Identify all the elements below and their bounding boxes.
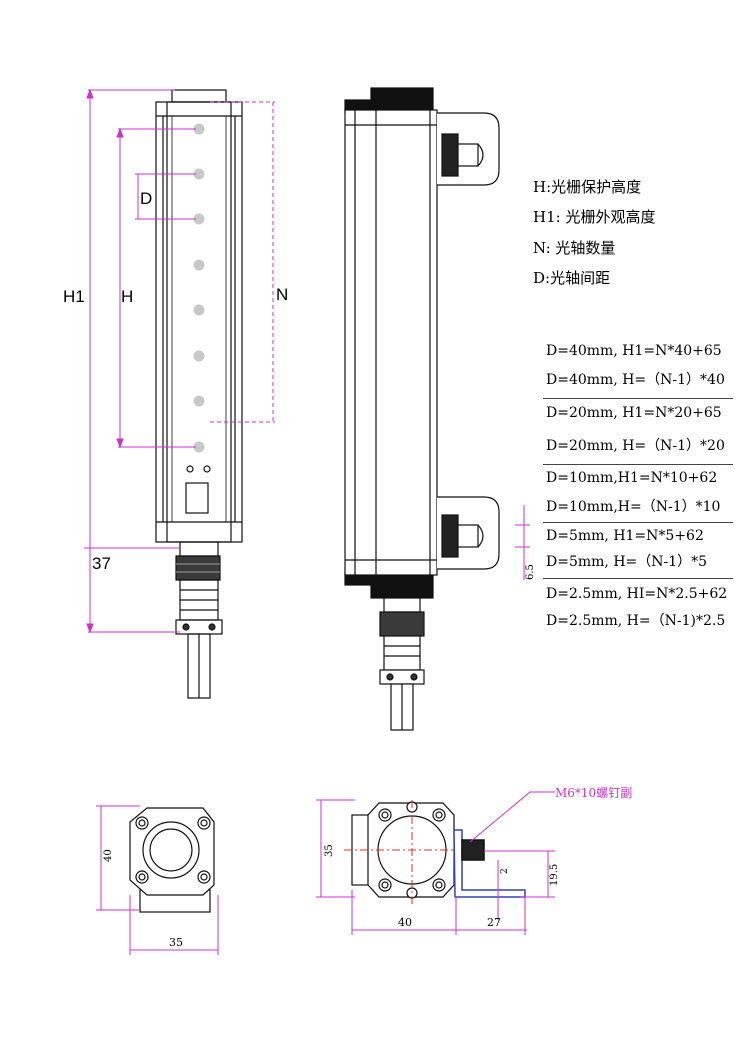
formula-2-5-h1: D=2.5mm, HI=N*2.5+62 (546, 586, 728, 602)
separator (543, 578, 733, 579)
bottom-left-dimensions (96, 805, 219, 955)
dim-35-left-label: 35 (169, 936, 183, 949)
led (193, 395, 205, 407)
formula-10-h1: D=10mm,H1=N*10+62 (546, 470, 718, 486)
dim-35-right-label: 35 (324, 844, 335, 857)
led (193, 168, 205, 180)
led (193, 259, 205, 271)
center-lines (344, 800, 470, 905)
side-dimensions (515, 505, 530, 580)
dim-6-5-label: 6.5 (525, 564, 536, 580)
bottom-left-view (129, 807, 215, 913)
legend-d: D:光轴间距 (533, 269, 611, 287)
bottom-right-dimensions (316, 791, 555, 935)
dim-37-label: 37 (92, 554, 111, 573)
separator (543, 522, 733, 523)
led (193, 350, 205, 362)
formula-10-h: D=10mm,H=（N-1）*10 (546, 499, 721, 515)
h-label: H (121, 287, 133, 306)
formula-20-h1: D=20mm, H1=N*20+65 (546, 405, 722, 421)
n-label: N (276, 285, 288, 304)
separator (543, 464, 733, 465)
side-view (344, 87, 500, 731)
dim-40-right-label: 40 (398, 916, 412, 929)
h1-label: H1 (63, 287, 85, 306)
separator (543, 398, 733, 399)
led (193, 213, 205, 225)
front-view (155, 89, 243, 699)
legend-h: H:光栅保护高度 (533, 178, 642, 196)
formula-2-5-h: D=2.5mm, H=（N-1)*2.5 (546, 613, 726, 629)
d-label: D (140, 189, 152, 208)
bracket (453, 829, 526, 898)
led-group (193, 123, 205, 453)
legend-h1: H1: 光栅外观高度 (533, 208, 656, 226)
legend-n: N: 光轴数量 (533, 239, 616, 257)
screw-callout: M6*10螺钉副 (555, 786, 632, 800)
front-dimensions (84, 88, 275, 634)
formula-20-h: D=20mm, H=（N-1）*20 (546, 438, 725, 454)
dim-2-label: 2 (500, 868, 510, 874)
dim-40-left-label: 40 (103, 849, 114, 862)
led (193, 441, 205, 453)
formula-5-h: D=5mm, H=（N-1）*5 (546, 554, 708, 570)
formula-40-h: D=40mm, H=（N-1）*40 (546, 372, 725, 388)
formula-5-h1: D=5mm, H1=N*5+62 (546, 528, 704, 544)
dim-27-label: 27 (487, 916, 501, 929)
led (193, 123, 205, 135)
led (193, 304, 205, 316)
formula-40-h1: D=40mm, H1=N*40+65 (546, 343, 722, 359)
dim-19-5-label: 19.5 (549, 864, 560, 886)
